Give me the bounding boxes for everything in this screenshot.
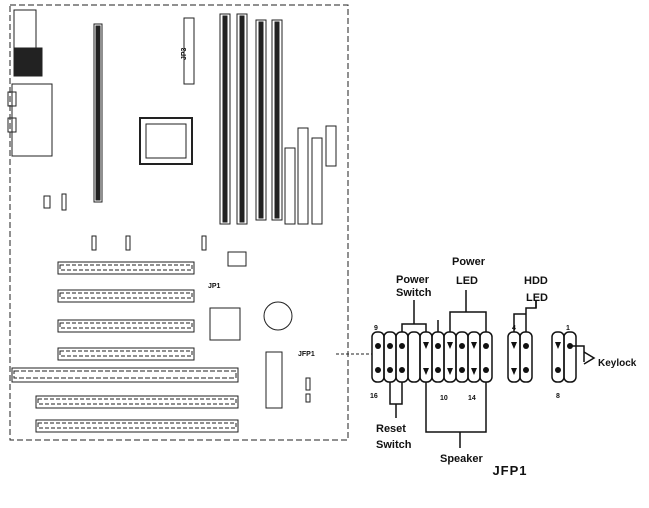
pins xyxy=(375,342,573,375)
battery xyxy=(263,301,293,331)
reset-switch-label-2: Switch xyxy=(376,439,412,451)
pin-label: 10 xyxy=(440,395,448,402)
pin-pair xyxy=(519,331,533,383)
pin-label: 1 xyxy=(566,325,570,332)
power-switch-label-1: Power xyxy=(396,274,430,286)
top-chip xyxy=(183,17,195,85)
ide-headers xyxy=(284,125,337,225)
io-ports xyxy=(11,83,53,157)
power-led-label-1: Power xyxy=(452,256,486,268)
pin-pair xyxy=(479,331,493,383)
board-mark: JP1 xyxy=(208,283,221,290)
hdd-led-label-2: LED xyxy=(526,292,548,304)
pin-pair xyxy=(407,331,421,383)
pin-pair xyxy=(383,331,397,383)
cpu-slot xyxy=(93,23,103,203)
pin-label: 8 xyxy=(556,393,560,400)
power-switch-label-2: Switch xyxy=(396,287,432,299)
power-led-label-2: LED xyxy=(456,275,478,287)
chipset xyxy=(139,117,193,165)
motherboard xyxy=(7,4,349,441)
bracket-lines xyxy=(389,290,596,448)
bios-chip xyxy=(227,251,247,267)
pin-pair xyxy=(551,331,565,383)
connector-caption: JFP1 xyxy=(492,463,528,478)
pin-pair xyxy=(371,331,385,383)
small-chip xyxy=(265,351,283,409)
pin-pair xyxy=(563,331,577,383)
io-stack xyxy=(13,9,37,49)
pin-label: 9 xyxy=(374,325,378,332)
pin-pair xyxy=(455,331,469,383)
board-jfp1-tag: JFP1 xyxy=(298,351,315,358)
io-port xyxy=(13,47,43,77)
speaker-label: Speaker xyxy=(440,453,484,465)
dimm-slots xyxy=(219,13,283,225)
hdd-led-label-1: HDD xyxy=(524,275,548,287)
pin-label: 14 xyxy=(468,395,476,402)
board-mark-top: JP3 xyxy=(181,47,188,60)
reset-switch-label-1: Reset xyxy=(376,423,406,435)
io-chip xyxy=(209,307,241,341)
pin-pair xyxy=(431,331,445,383)
expansion-slots xyxy=(11,261,239,433)
keylock-label: Keylock xyxy=(598,358,637,369)
pin-label: 16 xyxy=(370,393,378,400)
pin-pair xyxy=(395,331,409,383)
